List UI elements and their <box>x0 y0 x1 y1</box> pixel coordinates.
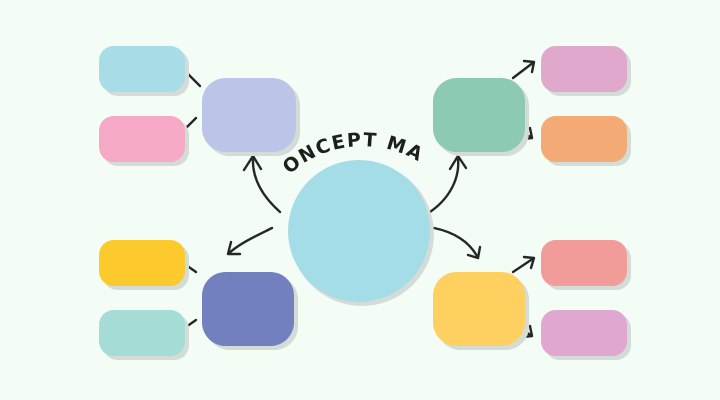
branch-node-bottom-left-fill <box>202 272 294 346</box>
branch-node-bottom-right <box>433 272 529 350</box>
arrow-center-to-top-left <box>242 154 282 214</box>
leaf-node-bottom-right-1 <box>541 240 631 290</box>
diagram-nodes <box>99 46 631 360</box>
arrow-bottom-right-to-child-1 <box>511 255 536 274</box>
arrow-center-to-bottom-left <box>226 226 274 256</box>
leaf-node-top-right-1-fill <box>541 46 627 92</box>
leaf-node-bottom-left-1-fill <box>99 240 185 286</box>
center-node-fill <box>288 160 430 302</box>
leaf-node-bottom-left-2 <box>99 310 189 360</box>
leaf-node-bottom-right-1-fill <box>541 240 627 286</box>
arrow-top-right-to-child-1 <box>511 59 536 80</box>
leaf-node-top-left-1 <box>99 46 189 96</box>
leaf-node-bottom-right-2 <box>541 310 631 360</box>
leaf-node-top-left-1-fill <box>99 46 185 92</box>
arrow-center-to-bottom-right <box>432 226 482 260</box>
branch-node-top-right-fill <box>433 78 525 152</box>
leaf-node-top-left-2 <box>99 116 189 166</box>
center-node <box>288 160 434 306</box>
arrow-center-to-top-right <box>428 154 468 214</box>
leaf-node-top-right-2 <box>541 116 631 166</box>
leaf-node-bottom-left-2-fill <box>99 310 185 356</box>
branch-node-bottom-left <box>202 272 298 350</box>
branch-node-top-left <box>202 78 300 156</box>
branch-node-bottom-right-fill <box>433 272 525 346</box>
leaf-node-bottom-left-1 <box>99 240 189 290</box>
branch-node-top-right <box>433 78 529 156</box>
branch-node-top-left-fill <box>202 78 296 152</box>
leaf-node-top-right-2-fill <box>541 116 627 162</box>
leaf-node-bottom-right-2-fill <box>541 310 627 356</box>
leaf-node-top-left-2-fill <box>99 116 185 162</box>
leaf-node-top-right-1 <box>541 46 631 96</box>
